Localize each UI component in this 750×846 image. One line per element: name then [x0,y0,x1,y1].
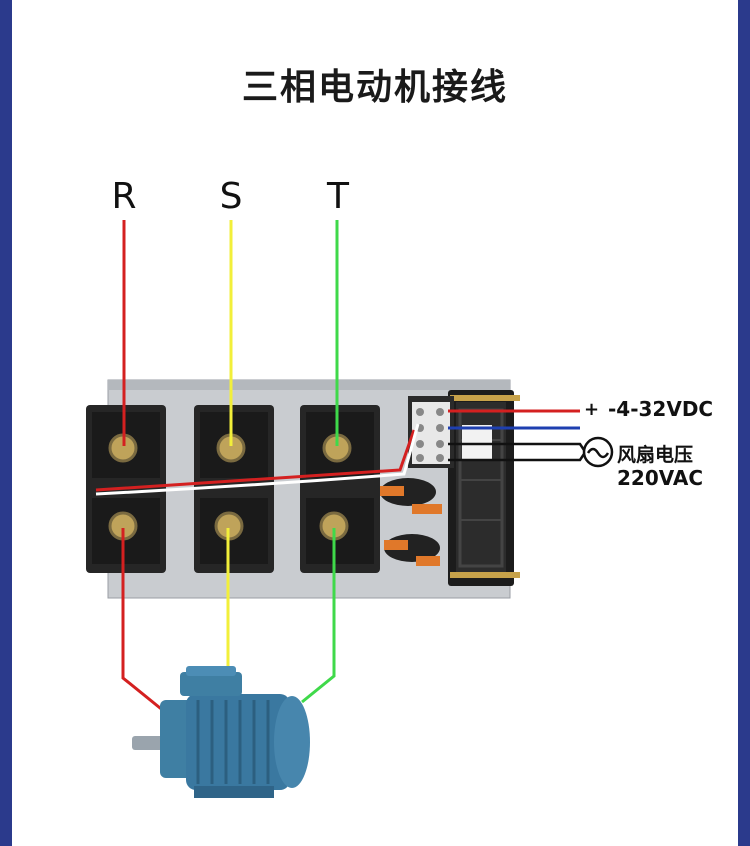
ssr-module-s [194,405,274,573]
page-title: 三相电动机接线 [241,67,508,108]
ssr-module-t [300,405,380,573]
right-border [738,0,750,846]
dc-voltage-label: -4-32VDC [608,397,714,421]
three-phase-motor-icon [132,666,310,798]
ac-voltage-label: 220VAC [617,466,704,490]
wire-fan-ac-2 [448,453,586,462]
fan-voltage-label: 风扇电压 [617,444,694,466]
phase-label-r: R [111,176,137,217]
control-wire-white [95,423,420,496]
wire-fan-ac-1 [448,442,586,451]
wire-t-output [301,528,336,704]
control-wire-red [95,429,416,492]
dc-plus-label: + [584,399,600,420]
left-border [0,0,12,846]
ac-tilde-icon [582,436,614,468]
phase-label-t: T [327,176,349,217]
phase-label-s: S [219,176,243,217]
wire-r-output [121,528,166,714]
heatsink-edge [108,380,510,390]
fuse-holders [380,478,442,566]
cooling-fan-icon [448,390,520,586]
